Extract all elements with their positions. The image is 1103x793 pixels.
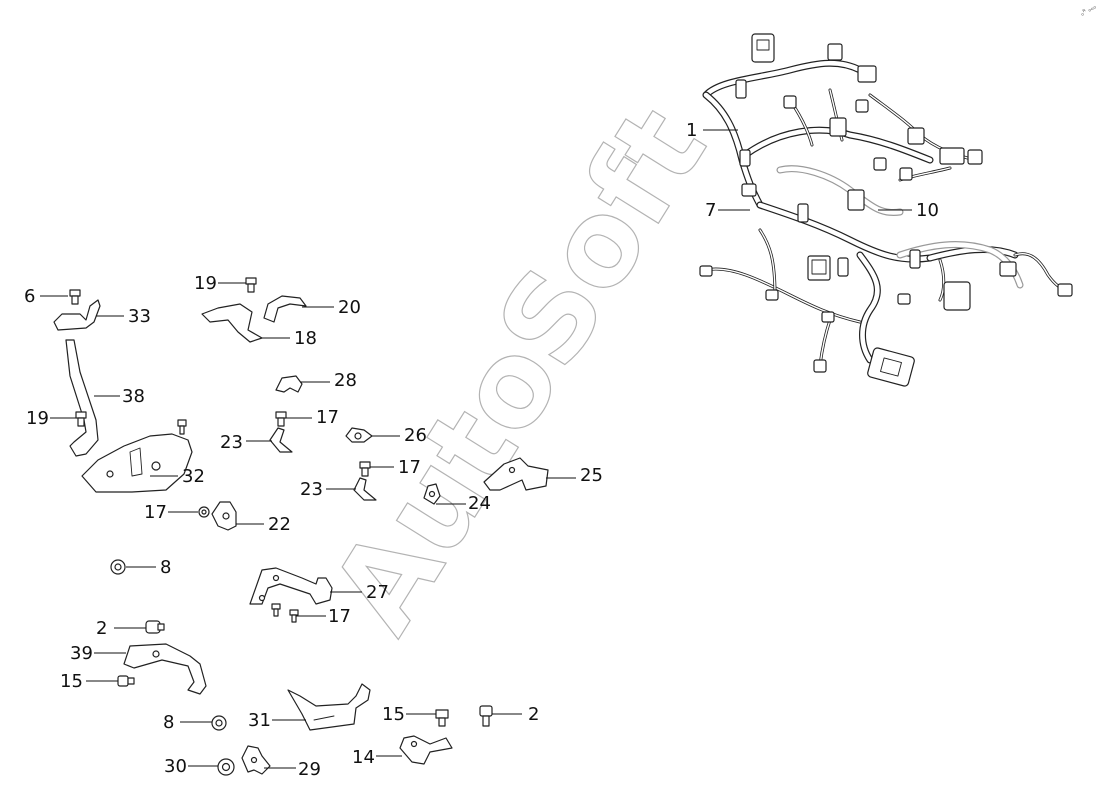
callout-22: 22 <box>268 514 291 535</box>
callout-19-top: 19 <box>194 273 217 294</box>
bracket-14 <box>399 735 453 765</box>
callout-14: 14 <box>352 747 375 768</box>
callout-labels: 1 7 10 6 33 19 20 18 38 28 19 17 23 26 3… <box>24 120 939 780</box>
callout-23-b: 23 <box>300 479 323 500</box>
bracket-33 <box>53 299 101 331</box>
callout-24: 24 <box>468 493 491 514</box>
callout-26: 26 <box>404 425 427 446</box>
bracket-39 <box>123 643 207 695</box>
bolt-32-top <box>177 419 187 427</box>
bolt-17-b <box>359 461 371 477</box>
callout-39: 39 <box>70 643 93 664</box>
bolt-15-b <box>435 709 449 727</box>
callout-20: 20 <box>338 297 361 318</box>
callout-17-c: 17 <box>144 502 167 523</box>
clip-28 <box>275 375 303 393</box>
callout-15-a: 15 <box>60 671 83 692</box>
nut-8-a <box>110 559 126 575</box>
bracket-20 <box>263 295 307 323</box>
bracket-38 <box>65 339 99 457</box>
callout-17-d: 17 <box>328 606 351 627</box>
nut-30 <box>217 758 235 776</box>
bolt-17-d <box>271 603 299 623</box>
leader-lines <box>40 129 912 769</box>
callout-27: 27 <box>366 582 389 603</box>
bracket-23-a <box>269 427 293 453</box>
bolt-2-a <box>145 620 165 634</box>
watermark: AutoSoft <box>305 84 733 655</box>
callout-25: 25 <box>580 465 603 486</box>
bracket-18 <box>201 303 263 343</box>
callout-19-left: 19 <box>26 408 49 429</box>
bracket-27 <box>249 567 333 605</box>
callout-2-b: 2 <box>528 704 539 725</box>
callout-17-b: 17 <box>398 457 421 478</box>
callout-23-a: 23 <box>220 432 243 453</box>
callout-33: 33 <box>128 306 151 327</box>
callout-2-a: 2 <box>96 618 107 639</box>
callout-38: 38 <box>122 386 145 407</box>
callout-18: 18 <box>294 328 317 349</box>
wiring-harness <box>699 33 1073 387</box>
callout-8-b: 8 <box>163 712 174 733</box>
callout-32: 32 <box>182 466 205 487</box>
callout-6: 6 <box>24 286 35 307</box>
bracket-31 <box>287 683 371 731</box>
bracket-23-b <box>353 477 377 501</box>
bolt-17-a <box>275 411 287 427</box>
callout-7: 7 <box>705 200 716 221</box>
callout-29: 29 <box>298 759 321 780</box>
bolt-19-left <box>75 411 87 427</box>
callout-8-a: 8 <box>160 557 171 578</box>
bolt-15-a <box>117 675 135 687</box>
bolt-17-c <box>198 506 210 518</box>
callout-10: 10 <box>916 200 939 221</box>
callout-31: 31 <box>248 710 271 731</box>
callout-17-a: 17 <box>316 407 339 428</box>
callout-30: 30 <box>164 756 187 777</box>
callout-1: 1 <box>686 120 697 141</box>
bolt-2-b <box>479 705 493 727</box>
callout-28: 28 <box>334 370 357 391</box>
bracket-32 <box>81 433 193 493</box>
bolt-19-top <box>245 277 257 293</box>
bolt-6 <box>69 289 81 305</box>
corner-mark: ₒᴿ ₒₒₒ <box>1079 2 1098 17</box>
nut-8-b <box>211 715 227 731</box>
callout-15-b: 15 <box>382 704 405 725</box>
bracket-25 <box>483 457 549 491</box>
